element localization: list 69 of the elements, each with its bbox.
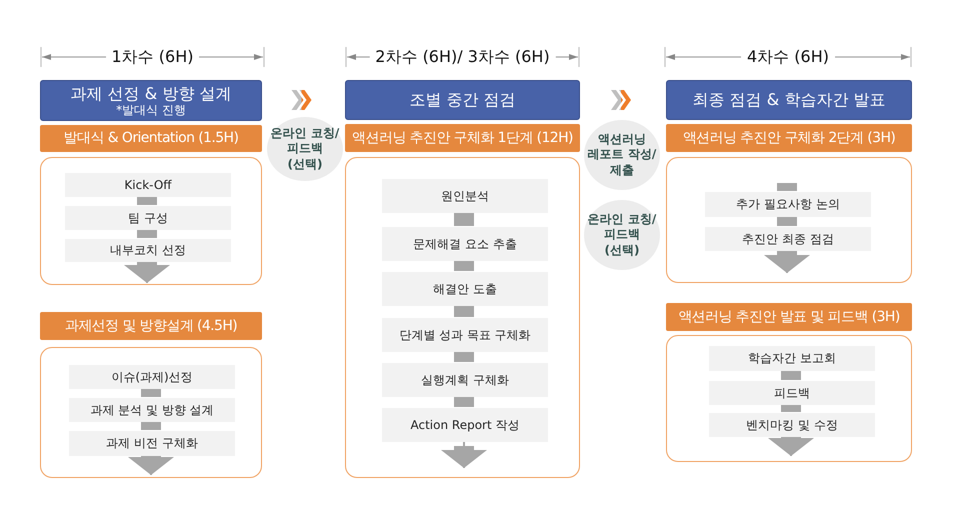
connector-bar <box>454 212 474 226</box>
step-label: 추진안 최종 점검 <box>742 232 834 246</box>
step-box <box>709 381 875 405</box>
step-box <box>382 272 548 306</box>
step-label: 팀 구성 <box>128 210 168 226</box>
step-box <box>705 192 871 217</box>
module-title: 발대식 & Orientation (1.5H) <box>64 130 238 147</box>
module-bar <box>666 303 912 331</box>
chevron-arrow <box>292 90 312 110</box>
connector-bar <box>454 260 474 271</box>
module-title: 액션러닝 추진안 구체화 1단계 (12H) <box>352 130 573 146</box>
step-box <box>65 206 231 230</box>
step-label: 추가 필요사항 논의 <box>736 197 840 212</box>
header-title: 과제 선정 & 방향 설계 <box>70 84 232 103</box>
module-bar <box>40 312 262 340</box>
connector-bar <box>777 183 797 191</box>
step-box <box>709 413 875 437</box>
step-box <box>382 179 548 213</box>
session-header <box>666 80 912 120</box>
connector-bar <box>454 396 474 407</box>
chevron-arrow <box>611 90 631 110</box>
header-title: 조별 중간 점검 <box>409 90 516 110</box>
step-box <box>382 318 548 352</box>
step-box <box>69 365 235 389</box>
module-panel <box>345 157 580 478</box>
step-box <box>69 431 235 456</box>
module-bar <box>40 125 262 152</box>
coaching-label: 온라인 코칭/피드백 (선택) <box>270 126 340 172</box>
step-label: 이슈(과제)선정 <box>111 370 193 384</box>
connector-bar <box>454 351 474 362</box>
module-title: 액션러닝 추진안 구체화 2단계 (3H) <box>682 130 896 146</box>
step-label: 단계별 성과 목표 구체화 <box>399 328 531 342</box>
step-box <box>65 239 231 262</box>
session-header <box>345 80 580 120</box>
step-label: Action Report 작성 <box>410 418 520 432</box>
step-label: 피드백 <box>774 386 810 400</box>
step-label: 벤치마킹 및 수정 <box>746 418 838 432</box>
header-note: *발대식 진행 <box>116 102 186 118</box>
step-label: 내부코치 선정 <box>110 243 186 258</box>
step-label: 실행계획 구체화 <box>421 372 509 388</box>
step-box <box>705 227 871 251</box>
step-box <box>382 227 548 261</box>
module-panel <box>40 157 262 285</box>
step-label: 문제해결 요소 추출 <box>413 236 517 252</box>
connector-bar <box>777 216 797 226</box>
module-title: 액션러닝 추진안 발표 및 피드백 (3H) <box>678 308 900 326</box>
header-title: 최종 점검 & 학습자간 발표 <box>692 90 886 110</box>
step-box <box>65 173 231 197</box>
step-label: 해결안 도출 <box>433 282 497 296</box>
session-header <box>40 80 262 121</box>
step-label: 원인분석 <box>441 188 489 204</box>
coaching-label: 액션러닝 레포트 작성/제출 <box>586 132 658 178</box>
module-title: 과제선정 및 방향설계 (4.5H) <box>64 318 238 334</box>
step-label: 과제 비전 구체화 <box>106 436 198 451</box>
connector-bar <box>781 370 801 380</box>
coaching-label: 온라인 코칭/피드백 (선택) <box>586 212 658 258</box>
step-label: 학습자간 보고회 <box>748 351 836 366</box>
step-box <box>382 363 548 397</box>
step-label: 과제 분석 및 방향 설계 <box>90 402 214 418</box>
connector-bar <box>454 305 474 317</box>
step-box <box>709 346 875 371</box>
module-panel <box>666 157 912 283</box>
module-panel <box>666 335 912 462</box>
module-bar <box>666 124 912 152</box>
module-panel <box>40 347 262 478</box>
step-label: Kick-Off <box>124 178 172 192</box>
module-bar <box>345 124 580 152</box>
step-box <box>382 408 548 442</box>
step-box <box>69 398 235 422</box>
